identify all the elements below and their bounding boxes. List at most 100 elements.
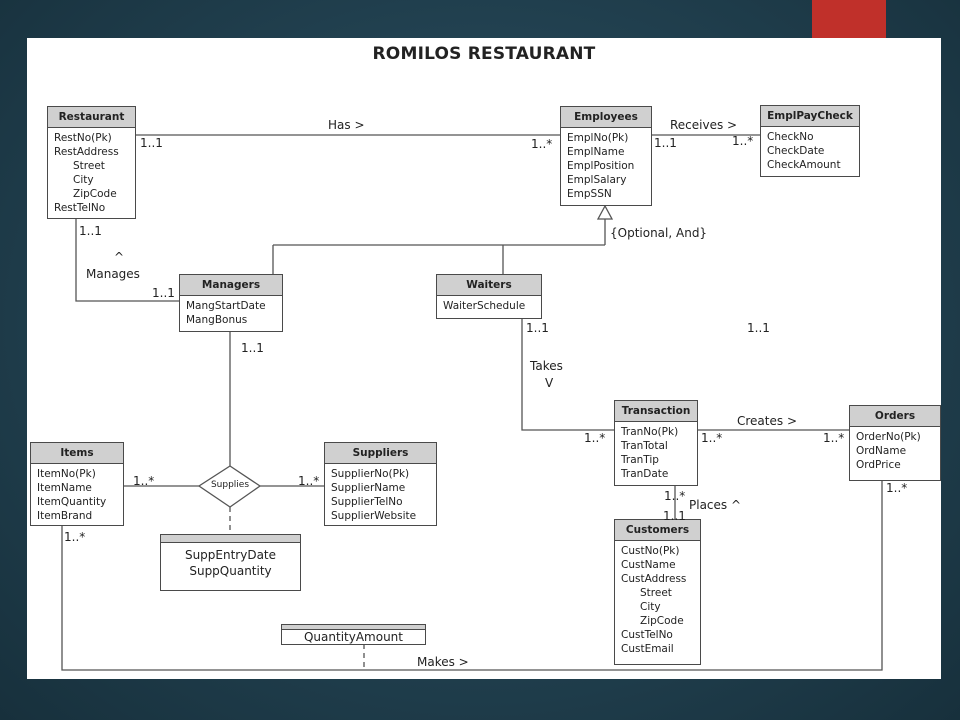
multiplicity: 1..* [298, 474, 320, 488]
class-customers: Customers CustNo(Pk) CustName CustAddres… [614, 519, 701, 665]
attribute: SuppEntryDate [184, 548, 277, 562]
class-title: EmplPayCheck [761, 106, 859, 127]
class-restaurant: Restaurant RestNo(Pk) RestAddress Street… [47, 106, 136, 219]
manages-arrow: ^ [114, 250, 125, 264]
attribute: CheckNo [767, 131, 814, 143]
supplies-label: Supplies [210, 480, 250, 490]
manages-line [75, 219, 179, 302]
class-title: Managers [180, 275, 282, 296]
attribute: TranDate [621, 468, 669, 480]
attribute: City [73, 174, 94, 186]
multiplicity: 1..1 [663, 509, 686, 523]
assoc-class-supplies: SuppEntryDate SuppQuantity [160, 534, 301, 591]
attribute: SupplierName [331, 482, 406, 494]
multiplicity: 1..1 [140, 136, 163, 150]
diagram-title: ROMILOS RESTAURANT [372, 44, 596, 64]
class-title: Transaction [615, 401, 697, 422]
attribute: SupplierWebsite [331, 510, 417, 522]
attribute: RestTelNo [54, 202, 106, 214]
attribute: EmpSSN [567, 188, 612, 200]
multiplicity: 1..* [664, 489, 686, 503]
attribute: ItemQuantity [37, 496, 107, 508]
attribute: Street [73, 160, 105, 172]
multiplicity: 1..1 [526, 321, 549, 335]
class-waiters: Waiters WaiterSchedule [436, 274, 542, 319]
takes-label: Takes [530, 359, 563, 373]
multiplicity: 1..* [732, 134, 754, 148]
attribute: ItemBrand [37, 510, 93, 522]
attribute: SuppQuantity [189, 564, 272, 578]
generalization-triangle [596, 204, 614, 220]
class-title: Employees [561, 107, 651, 128]
attribute: TranTotal [621, 440, 668, 452]
multiplicity: 1..* [701, 431, 723, 445]
makes-label: Makes > [417, 655, 469, 669]
attribute: CustEmail [621, 643, 674, 655]
multiplicity: 1..* [886, 481, 908, 495]
attribute: MangBonus [186, 314, 248, 326]
generalization-label: {Optional, And} [610, 226, 708, 240]
attribute: CustAddress [621, 573, 687, 585]
class-title: Items [31, 443, 123, 464]
attribute: QuantityAmount [303, 630, 403, 644]
multiplicity: 1..* [64, 530, 86, 544]
attribute: TranNo(Pk) [621, 426, 679, 438]
attribute: EmplPosition [567, 160, 635, 172]
class-title: Customers [615, 520, 700, 541]
supplies-diamond [197, 465, 262, 508]
class-employees: Employees EmplNo(Pk) EmplName EmplPositi… [560, 106, 652, 206]
attribute: TranTip [621, 454, 659, 466]
attribute: ZipCode [640, 615, 684, 627]
attribute: City [640, 601, 661, 613]
multiplicity: 1..* [584, 431, 606, 445]
attribute: CustTelNo [621, 629, 673, 641]
class-managers: Managers MangStartDate MangBonus [179, 274, 283, 332]
places-label: Places ^ [689, 498, 742, 512]
multiplicity: 1..* [823, 431, 845, 445]
attribute: EmplNo(Pk) [567, 132, 629, 144]
attribute: OrdName [856, 445, 907, 457]
class-title: Restaurant [48, 107, 135, 128]
receives-label: Receives > [670, 118, 738, 132]
creates-label: Creates > [737, 414, 797, 428]
attribute: ItemNo(Pk) [37, 468, 96, 480]
makes-line [61, 481, 883, 671]
attribute: CustNo(Pk) [621, 545, 680, 557]
class-title: Orders [850, 406, 940, 427]
multiplicity: 1..1 [79, 224, 102, 238]
attribute: CheckDate [767, 145, 825, 157]
attribute: WaiterSchedule [443, 300, 526, 312]
assoc-class-quantity: QuantityAmount [281, 624, 426, 645]
attribute: CheckAmount [767, 159, 841, 171]
takes-line [521, 319, 614, 431]
attribute: SupplierTelNo [331, 496, 403, 508]
class-items: Items ItemNo(Pk) ItemName ItemQuantity I… [30, 442, 124, 526]
attribute: RestAddress [54, 146, 119, 158]
multiplicity: 1..* [133, 474, 155, 488]
attribute: SupplierNo(Pk) [331, 468, 410, 480]
attribute: CustName [621, 559, 676, 571]
diagram-sheet: ROMILOS RESTAURANT [27, 38, 941, 679]
attribute: OrdPrice [856, 459, 901, 471]
attribute: OrderNo(Pk) [856, 431, 921, 443]
attribute: RestNo(Pk) [54, 132, 112, 144]
attribute: MangStartDate [186, 300, 266, 312]
multiplicity: 1..1 [152, 286, 175, 300]
multiplicity: 1..* [531, 137, 553, 151]
attribute: EmplName [567, 146, 625, 158]
attribute: Street [640, 587, 672, 599]
takes-arrow: V [545, 376, 554, 390]
connector-lines [61, 134, 883, 671]
has-label: Has > [328, 118, 365, 132]
manages-label: Manages [86, 267, 140, 281]
class-title: Suppliers [325, 443, 436, 464]
multiplicity: 1..1 [241, 341, 264, 355]
attribute: ZipCode [73, 188, 117, 200]
class-title: Waiters [437, 275, 541, 296]
multiplicity: 1..1 [747, 321, 770, 335]
attribute: ItemName [37, 482, 92, 494]
class-suppliers: Suppliers SupplierNo(Pk) SupplierName Su… [324, 442, 437, 526]
accent-bar [812, 0, 886, 38]
class-transaction: Transaction TranNo(Pk) TranTotal TranTip… [614, 400, 698, 486]
multiplicity: 1..1 [654, 136, 677, 150]
